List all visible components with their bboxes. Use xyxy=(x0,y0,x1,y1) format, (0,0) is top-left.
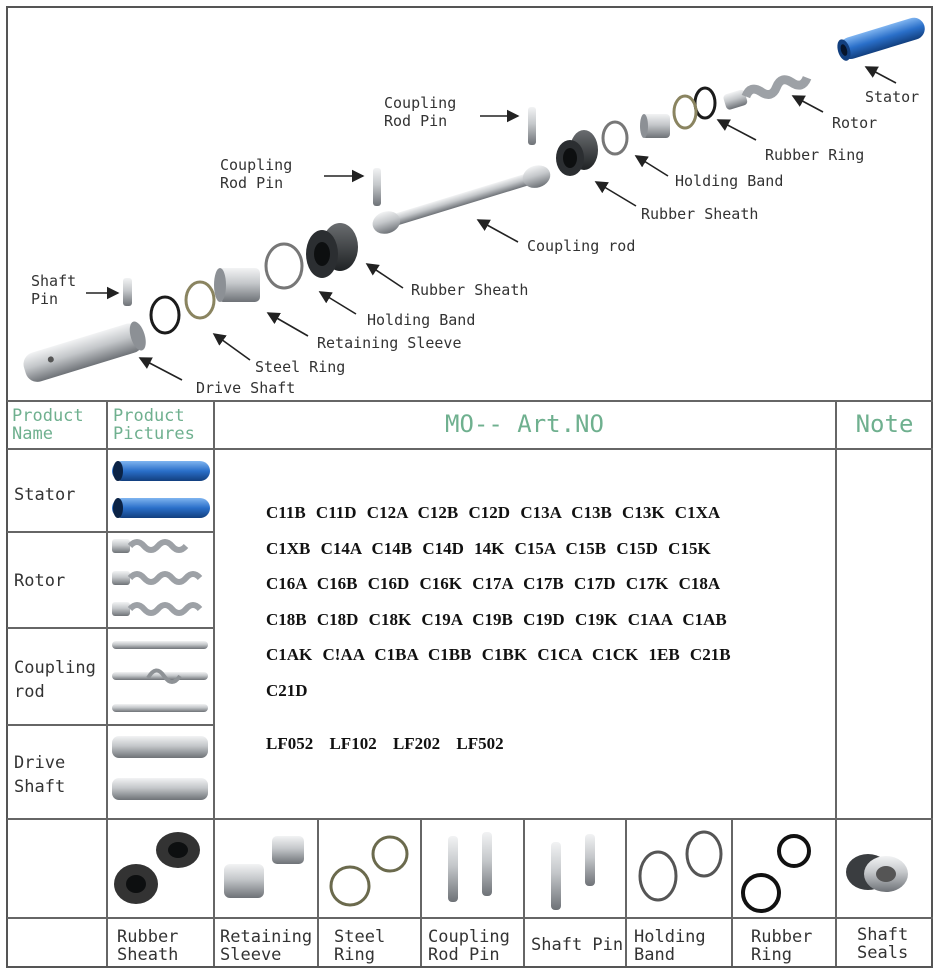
holding-band-top xyxy=(601,120,629,156)
page-frame xyxy=(6,6,933,968)
coupling-rod-pin-picture xyxy=(448,832,492,902)
col-divider xyxy=(523,818,525,966)
bottom-label-steel-ring: Steel Ring xyxy=(334,927,386,965)
coupling-rod-picture xyxy=(112,641,208,712)
row-divider xyxy=(7,917,933,919)
label-rubber-ring: Rubber Ring xyxy=(765,146,865,164)
bottom-label-retaining-sleeve: Retaining Sleeve xyxy=(220,927,313,965)
row-divider xyxy=(7,818,933,820)
row-name-stator: Stator xyxy=(14,485,76,505)
header-product-pictures: Product Pictures xyxy=(113,406,195,444)
bottom-label-holding-band: Holding Band xyxy=(634,927,706,965)
rubber-sheath-picture xyxy=(114,832,200,904)
retaining-sleeve-picture xyxy=(224,836,304,898)
label-rubber-sheath-top: Rubber Sheath xyxy=(641,205,759,223)
sleeve-top xyxy=(640,114,670,138)
col-divider xyxy=(731,818,733,966)
lf-codes: LF052 LF102 LF202 LF502 xyxy=(266,734,504,753)
row-divider xyxy=(7,627,213,629)
art-no-row: C1AK C!AA C1BA C1BB C1BK C1CA C1CK 1EB C… xyxy=(266,645,731,664)
bottom-label-shaft-pin: Shaft Pin xyxy=(531,935,624,955)
header-product-name: Product Name xyxy=(12,406,84,444)
shaft-pin-picture xyxy=(551,834,595,910)
header-bottom-border xyxy=(7,448,933,450)
bottom-label-rubber-ring: Rubber Ring xyxy=(751,927,813,965)
col-divider xyxy=(420,818,422,966)
rubber-sheath-top xyxy=(556,130,598,176)
col-divider xyxy=(317,818,319,966)
label-coupling-rod-pin-left: Coupling Rod Pin xyxy=(220,156,293,192)
table-top-border xyxy=(7,400,933,402)
exploded-diagram xyxy=(23,17,925,382)
product-pictures-column xyxy=(112,461,210,800)
art-no-list: C11B C11D C12A C12B C12D C13A C13B C13K … xyxy=(266,503,826,716)
shaft-seals-picture xyxy=(846,854,908,892)
art-no-row: C11B C11D C12A C12B C12D C13A C13B C13K … xyxy=(266,503,721,522)
rubber-ring-mid xyxy=(149,295,181,335)
art-no-row: C1XB C14A C14B C14D 14K C15A C15B C15D C… xyxy=(266,538,711,558)
art-no-row: C21D xyxy=(266,680,308,700)
shaft-pin-part xyxy=(123,278,132,306)
holding-band-picture xyxy=(638,830,723,902)
label-holding-band-top: Holding Band xyxy=(675,172,784,190)
col-divider xyxy=(213,400,215,966)
rubber-sheath-mid xyxy=(306,223,358,278)
coupling-rod-part xyxy=(372,165,551,234)
rubber-ring-picture xyxy=(741,834,811,913)
holding-band-mid xyxy=(264,242,304,290)
sleeve-mid xyxy=(214,268,260,302)
label-drive-shaft: Drive Shaft xyxy=(196,379,296,397)
label-rubber-sheath-mid: Rubber Sheath xyxy=(411,281,529,299)
row-divider xyxy=(7,724,213,726)
col-divider xyxy=(106,400,108,966)
row-name-coupling-rod: Coupling rod xyxy=(14,658,96,702)
row-name-drive-shaft: Drive Shaft xyxy=(14,753,66,797)
col-divider xyxy=(835,400,837,966)
label-stator: Stator xyxy=(865,88,920,106)
label-steel-ring: Steel Ring xyxy=(255,358,346,376)
drive-shaft-part xyxy=(23,321,146,382)
stator-picture xyxy=(112,461,210,518)
label-rotor: Rotor xyxy=(832,114,878,132)
coupling-rod-pin-top xyxy=(528,107,536,145)
header-art-no: MO-- Art.NO xyxy=(445,410,604,438)
label-retaining-sleeve: Retaining Sleeve xyxy=(317,334,462,352)
bottom-label-rubber-sheath: Rubber Sheath xyxy=(117,927,179,965)
art-no-row: C18B C18D C18K C19A C19B C19D C19K C1AA … xyxy=(266,609,727,629)
steel-ring-picture xyxy=(329,835,409,907)
accessory-pictures xyxy=(114,830,908,913)
header-note: Note xyxy=(855,410,914,438)
bottom-label-coupling-rod-pin: Coupling Rod Pin xyxy=(428,927,510,965)
rotor-picture xyxy=(112,539,203,616)
steel-ring-top xyxy=(672,94,698,130)
callout-arrows xyxy=(86,66,897,381)
coupling-rod-pin-left xyxy=(373,168,381,206)
bottom-label-shaft-seals: Shaft Seals xyxy=(857,925,909,963)
row-divider xyxy=(7,531,213,533)
col-divider xyxy=(625,818,627,966)
label-coupling-rod-pin-top: Coupling Rod Pin xyxy=(384,94,457,130)
art-no-row: C16A C16B C16D C16K C17A C17B C17D C17K … xyxy=(266,574,721,593)
drive-shaft-picture xyxy=(112,736,208,800)
stator-part xyxy=(837,17,925,61)
row-name-rotor: Rotor xyxy=(14,571,66,591)
label-coupling-rod: Coupling rod xyxy=(527,237,636,255)
label-shaft-pin: Shaft Pin xyxy=(31,272,77,308)
label-holding-band-mid: Holding Band xyxy=(367,311,476,329)
rubber-ring-top xyxy=(693,86,717,120)
steel-ring-mid xyxy=(184,280,216,320)
rotor-part xyxy=(723,75,812,110)
